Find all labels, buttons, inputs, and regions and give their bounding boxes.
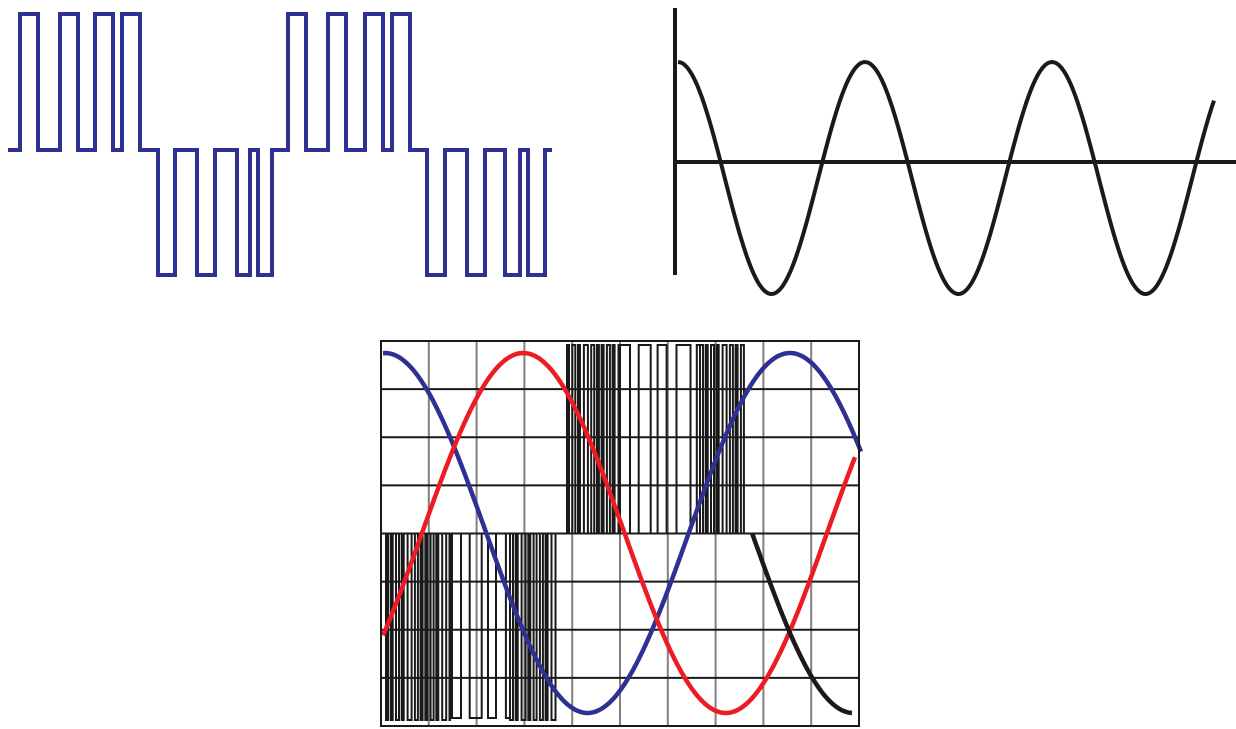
- pwm-waveform-trace: [8, 12, 552, 277]
- red-phase-trace: [380, 350, 858, 716]
- oscilloscope-panel: [380, 340, 864, 727]
- pwm-burst-lower-dense-right: [509, 532, 557, 721]
- sine-waveform-trace: [677, 59, 1216, 297]
- pwm-burst-upper-dense-left: [566, 344, 621, 535]
- pwm-waveform-panel: [8, 12, 552, 277]
- oscilloscope-pwm-bursts: [385, 344, 745, 721]
- black-phase-trace: [749, 532, 853, 716]
- pwm-burst-lower-dense-left: [385, 532, 451, 721]
- sine-waveform-panel: [673, 8, 1236, 297]
- pwm-burst-upper-sparse: [619, 344, 701, 535]
- blue-phase-trace: [382, 350, 864, 716]
- oscilloscope-frame: [380, 340, 860, 727]
- pwm-burst-upper-dense-right: [699, 344, 745, 535]
